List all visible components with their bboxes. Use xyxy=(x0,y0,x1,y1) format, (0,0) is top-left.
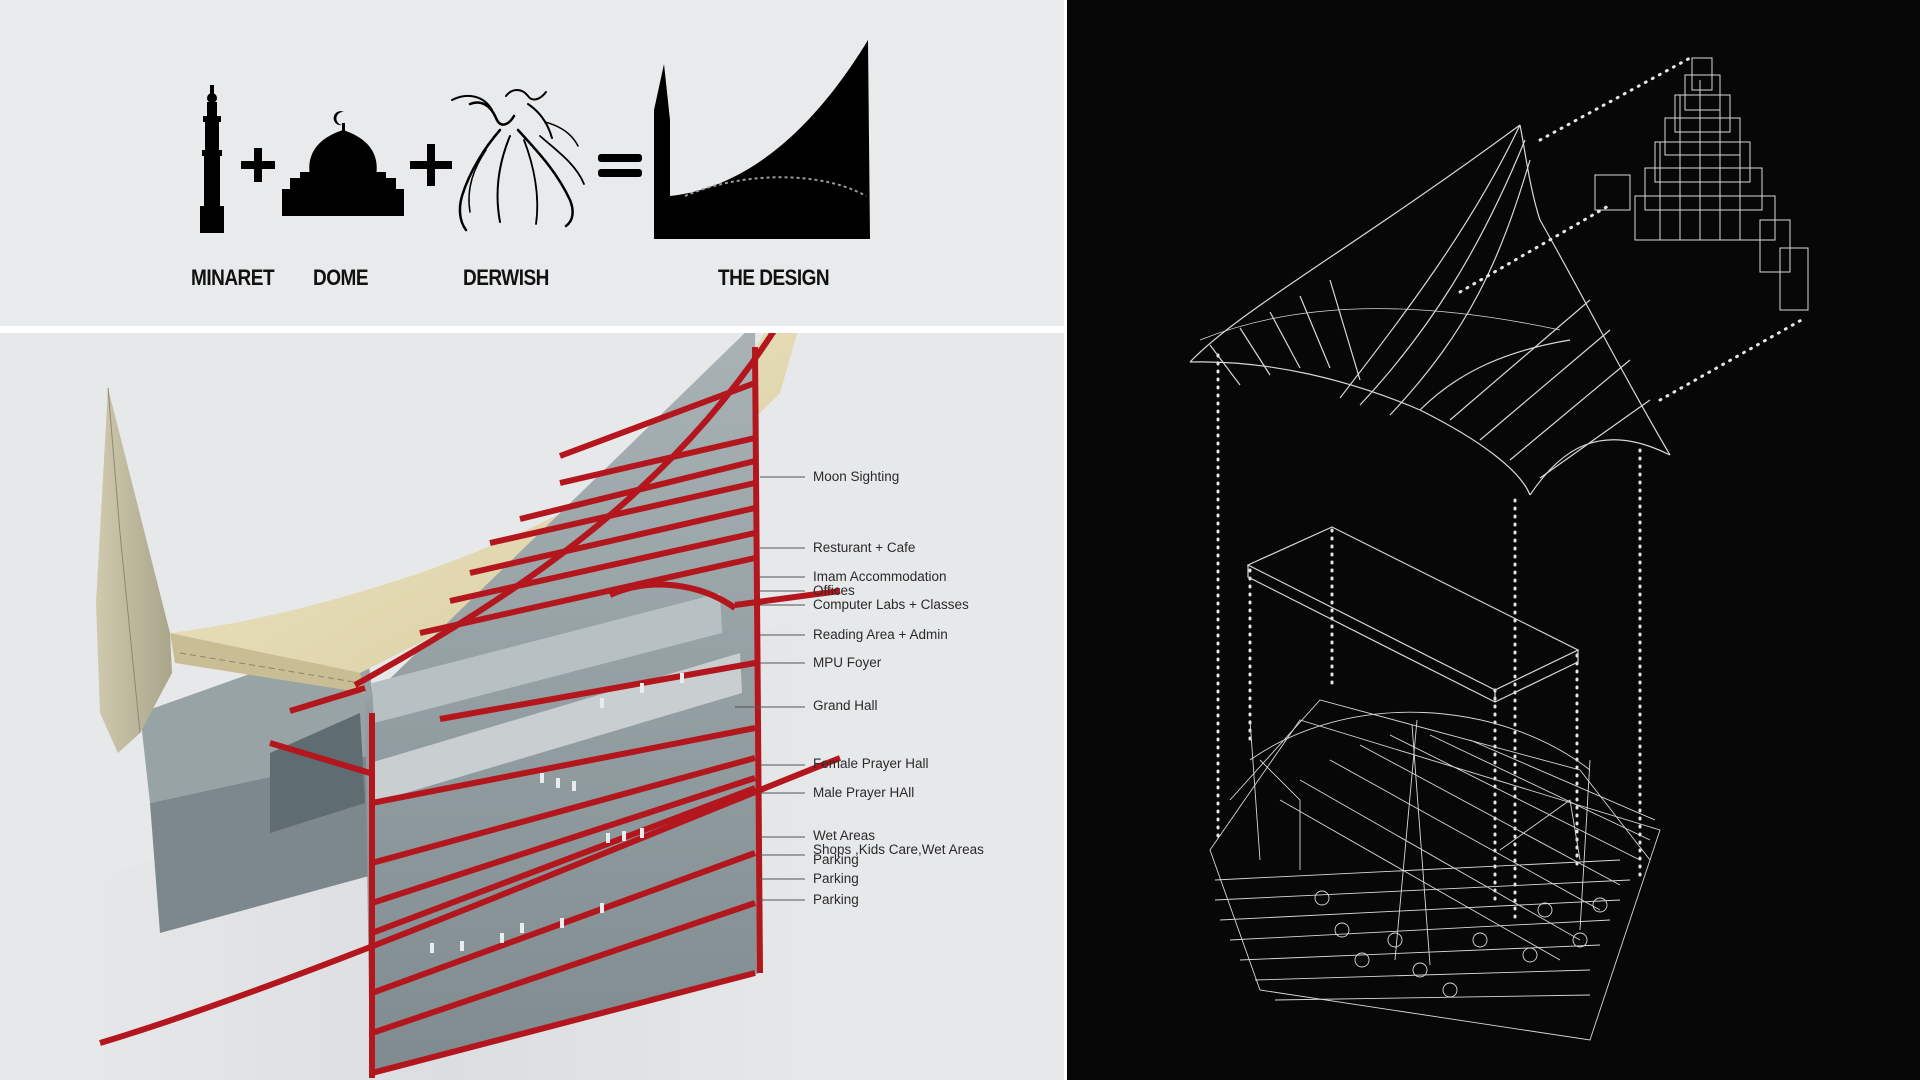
minaret-element xyxy=(96,387,172,753)
plus-icon xyxy=(241,148,275,182)
label-grand-hall: Grand Hall xyxy=(813,698,878,713)
caption-dome: DOME xyxy=(313,266,369,291)
caption-minaret: MINARET xyxy=(191,266,275,291)
label-parking-2: Parking xyxy=(813,871,859,886)
label-computer-labs: Computer Labs + Classes xyxy=(813,597,969,612)
axon-base xyxy=(1209,699,1661,1041)
label-parking-3: Parking xyxy=(813,892,859,907)
minaret-icon xyxy=(200,85,224,233)
plus-icon xyxy=(410,144,452,186)
label-imam-accommodation: Imam Accommodation xyxy=(813,569,947,584)
horizontal-divider xyxy=(0,326,1064,333)
label-leader-lines xyxy=(735,476,805,901)
axon-stepped-minaret xyxy=(1594,57,1809,311)
label-parking-1: Parking xyxy=(813,852,859,867)
section-perspective-panel: Moon Sighting Resturant + Cafe Imam Acco… xyxy=(0,333,1064,1080)
caption-the-design: THE DESIGN xyxy=(718,266,830,291)
axon-slab-box xyxy=(1246,526,1580,703)
label-wet-areas: Wet Areas xyxy=(813,828,876,843)
building-section-drawing xyxy=(60,333,842,1080)
axon-roof-shell xyxy=(1189,124,1671,496)
exploded-axonometric-drawing xyxy=(1189,56,1809,1041)
vertical-divider xyxy=(1064,0,1067,1080)
people-figures xyxy=(430,673,684,953)
label-reading-area: Reading Area + Admin xyxy=(813,627,948,642)
design-silhouette xyxy=(654,40,870,239)
section-cut-lines xyxy=(99,333,842,1078)
label-male-prayer-hall: Male Prayer HAll xyxy=(813,785,915,800)
label-mpu-foyer: MPU Foyer xyxy=(813,655,882,670)
equals-icon xyxy=(598,154,642,177)
label-restaurant-cafe: Resturant + Cafe xyxy=(813,540,916,555)
label-moon-sighting: Moon Sighting xyxy=(813,469,900,484)
concept-equation-panel: MINARET DOME DERWISH THE DESIGN xyxy=(0,0,1064,326)
label-shops: Shops ,Kids Care,Wet Areas xyxy=(813,842,984,857)
caption-derwish: DERWISH xyxy=(463,266,549,291)
label-offices: Offices xyxy=(813,583,855,598)
concept-equation-graphic xyxy=(200,40,870,239)
axon-dotted-connectors xyxy=(1216,56,1807,922)
derwish-sketch xyxy=(451,89,585,232)
dome-icon xyxy=(282,111,404,216)
label-female-prayer-hall: Female Prayer Hall xyxy=(813,756,929,771)
section-interior xyxy=(365,333,760,1073)
exploded-axonometric-panel xyxy=(1067,0,1920,1080)
